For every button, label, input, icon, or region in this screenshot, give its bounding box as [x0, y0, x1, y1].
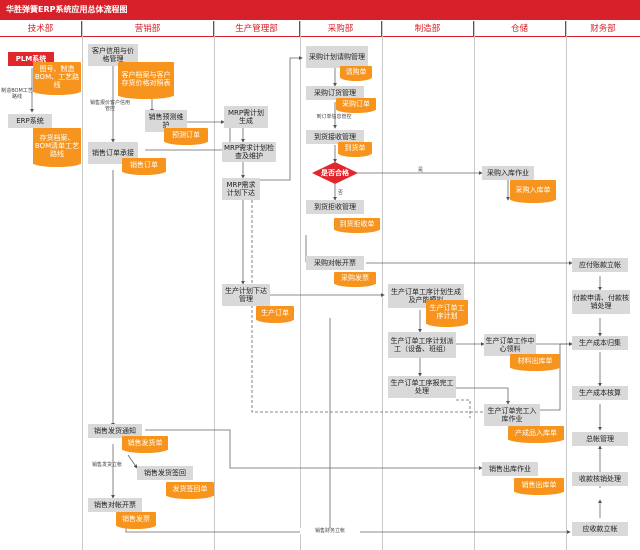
lane-purchase: 采购部	[300, 21, 382, 37]
doc-sales-invoice: 销售发票	[116, 512, 156, 529]
doc-forecast-order: 预测订单	[164, 128, 208, 145]
doc-customer-archive: 客户档案与客户存货价格对照表	[118, 62, 174, 99]
node-mrp-generate[interactable]: MRP需计划生成	[224, 106, 268, 128]
node-production-plan[interactable]: 生产计划下达管理	[222, 284, 270, 306]
lane-manufacturing: 制造部	[382, 21, 474, 37]
node-erp-system[interactable]: ERP系统	[8, 114, 52, 128]
node-purchase-request[interactable]: 采购计划请购管理	[306, 46, 368, 68]
lane-production: 生产管理部	[214, 21, 300, 37]
doc-production-order: 生产订单	[256, 306, 294, 323]
doc-request: 请购单	[340, 66, 372, 81]
node-sales-out[interactable]: 销售出库作业	[482, 462, 538, 476]
doc-sales-order: 销售订单	[122, 158, 166, 175]
doc-wo-plan: 生产订单工序计划	[426, 300, 468, 327]
node-wo-report[interactable]: 生产订单工序报完工处理	[388, 376, 456, 398]
label-bom-import: 制造BOM工艺路线	[1, 88, 33, 100]
link-dashed-plan-in	[251, 200, 484, 413]
doc-drawing-bom: 图号、制造BOM、工艺路线	[33, 62, 81, 95]
doc-sales-out: 销售出库单	[514, 478, 564, 495]
link-issue-purchase	[259, 56, 303, 181]
node-purchase-billing[interactable]: 采购对帐开票	[306, 256, 364, 270]
lane-divider	[474, 21, 475, 550]
node-mrp-check[interactable]: MRP需求计划检查及维护	[222, 142, 276, 162]
lane-divider	[300, 21, 301, 550]
label-transfer-control: 到订单信息管控	[316, 114, 352, 120]
doc-signback: 发货签回单	[166, 482, 214, 499]
node-cost-collect[interactable]: 生产成本归集	[572, 336, 628, 350]
node-receipt[interactable]: 收款核销处理	[572, 472, 628, 486]
lane-divider	[566, 21, 567, 550]
decision-qualified[interactable]: 是否合格	[312, 162, 358, 184]
node-payment[interactable]: 付款申请、付款核销处理	[572, 290, 630, 314]
node-wo-in[interactable]: 生产订单完工入库作业	[484, 404, 540, 426]
node-credit-price[interactable]: 客户信用与价格管理	[88, 44, 138, 66]
node-wo-dispatch[interactable]: 生产订单工序计划派工（设备、班组）	[388, 332, 456, 358]
doc-inventory-archive: 存货档案、BOM清单工艺路线	[33, 128, 81, 167]
node-ship-signback[interactable]: 销售发货签回	[137, 466, 193, 480]
label-credit-control: 销售报价客户信用管控	[89, 100, 130, 112]
link-report-in	[456, 387, 510, 405]
doc-finished-in: 产成品入库单	[508, 426, 564, 443]
node-sales-forecast[interactable]: 销售预测维护	[145, 110, 187, 132]
lane-divider	[82, 21, 83, 550]
node-reject[interactable]: 到货拒收管理	[306, 200, 364, 214]
lane-sales: 营销部	[82, 21, 214, 37]
node-arrival[interactable]: 到货接收管理	[306, 130, 364, 144]
diagram-title: 华胜弹簧ERP系统应用总体流程图	[0, 0, 640, 20]
doc-arrival: 到货单	[338, 142, 372, 157]
doc-purchase-in: 采购入库单	[510, 180, 556, 203]
label-no: 否	[338, 190, 343, 196]
node-ar[interactable]: 应收款立帐	[572, 522, 628, 536]
link-dashed-report	[456, 399, 471, 418]
node-purchase-in[interactable]: 采购入库作业	[482, 166, 534, 180]
node-ap[interactable]: 应付账款立帐	[572, 258, 628, 272]
label-yes: 是	[418, 167, 423, 173]
link-ship-out	[145, 429, 483, 470]
node-purchase-order[interactable]: 采购订货管理	[306, 86, 364, 100]
link-ship-sign	[127, 454, 138, 469]
doc-reject: 到货拒收单	[334, 218, 380, 233]
doc-purchase-order: 采购订单	[336, 98, 376, 113]
lane-divider	[382, 21, 383, 550]
lane-finance: 财务部	[566, 21, 640, 37]
lane-warehouse: 仓储	[474, 21, 566, 37]
lane-tech: 技术部	[0, 21, 82, 37]
node-ledger[interactable]: 总帐管理	[572, 432, 628, 446]
node-cost-calc[interactable]: 生产成本核算	[572, 386, 628, 400]
node-ship-notice[interactable]: 销售发货通知	[88, 424, 142, 438]
link-in-cost	[540, 342, 573, 411]
node-mrp-issue[interactable]: MRP需求计划下达	[222, 178, 260, 200]
node-wo-pick[interactable]: 生产订单工作中心领料	[484, 334, 536, 356]
doc-ship-note: 销售发货单	[122, 436, 168, 453]
lane-divider	[214, 21, 215, 550]
node-sales-billing[interactable]: 销售对帐开票	[88, 498, 142, 512]
label-ar-transfer: 销售财务立帐	[300, 528, 360, 534]
doc-purchase-invoice: 采购发票	[334, 272, 376, 287]
label-ship-confirm: 销售发货立帐	[91, 462, 122, 468]
doc-material-out: 材料出库单	[510, 354, 560, 371]
